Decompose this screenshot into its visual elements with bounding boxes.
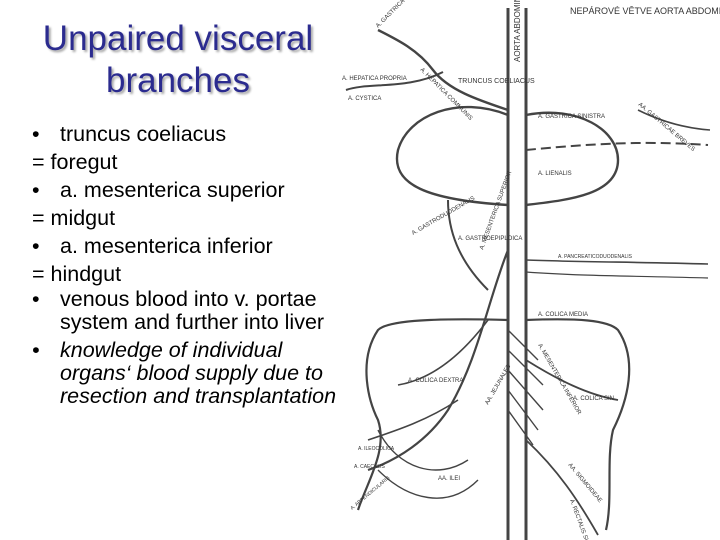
- label-gastrica-sinistra: A. GASTRICA SINISTRA: [538, 114, 605, 120]
- pancreatic-vessel-2: [525, 271, 709, 279]
- label-gastrica-dextra: A. GASTRICA DEXTRA: [375, 0, 424, 29]
- diagram-heading: NEPÁROVÉ VĚTVE AORTA ABDOMINALIS: [570, 6, 720, 16]
- ileocolic-vessel: [367, 399, 459, 441]
- label-ileocolica: A. ILEOCOLICA: [358, 446, 395, 452]
- bullet-venous: venous blood into v. portae system and f…: [32, 288, 338, 334]
- sigmoid-vessel: [525, 439, 599, 536]
- label-ilei: AA. ILEI: [438, 476, 460, 482]
- vascular-diagram: AORTA ABDOMINALIS NEPÁROVÉ VĚTVE AORTA A…: [342, 0, 720, 540]
- label-colica-media: A. COLICA MEDIA: [538, 312, 588, 318]
- colica-dextra-vessel: [397, 319, 489, 386]
- label-hepatica-propria: A. HEPATICA PROPRIA: [342, 76, 407, 82]
- colic-arc-right: [525, 318, 631, 531]
- bullet-mes-sup: a. mesenterica superior: [32, 176, 338, 204]
- pancreatic-vessel: [525, 259, 709, 265]
- label-lienalis: A. LIENALIS: [538, 171, 572, 177]
- gastric-arc: [395, 105, 509, 207]
- label-colica-sin: A. COLICA SIN.: [573, 396, 616, 402]
- line-midgut: = midgut: [32, 206, 116, 230]
- label-gastroduodenalis: A. GASTRODUODENALIS: [411, 196, 476, 237]
- hepatica-propria-vessel: [345, 71, 444, 91]
- mes-inf-vessel: [525, 359, 619, 401]
- slide-title: Unpaired visceral branches: [18, 18, 338, 102]
- bullet-knowledge: knowledge of individual organs‘ blood su…: [32, 339, 338, 408]
- line-foregut: = foregut: [32, 150, 118, 174]
- gastroduodenal-vessel: [447, 199, 489, 291]
- gastric-right-arc: [525, 111, 620, 207]
- colic-arc-left: [356, 318, 509, 511]
- line-hindgut: = hindgut: [32, 262, 122, 286]
- bullet-mes-inf: a. mesenterica inferior: [32, 232, 338, 260]
- label-sigmoideae: AA. SIGMOIDEAE: [566, 462, 602, 504]
- label-colica-dextra: A. COLICA DEXTRA: [408, 378, 463, 384]
- ileal-arcades: [377, 429, 479, 499]
- label-cystica: A. CYSTICA: [348, 96, 381, 102]
- title-line-1: Unpaired visceral: [42, 19, 314, 58]
- label-truncus: TRUNCUS COELIACUS: [458, 78, 535, 85]
- mes-sup-vessel: [367, 249, 510, 472]
- aorta-vessel: [506, 8, 528, 540]
- truncus-vessel: [377, 28, 509, 112]
- title-line-2: branches: [106, 61, 250, 100]
- aorta-label: AORTA ABDOMINALIS: [513, 0, 522, 62]
- lienalis-vessel: [525, 141, 709, 151]
- label-caecalis: A. CAECALIS: [354, 464, 386, 470]
- gastricae-breves-vessel: [637, 109, 711, 131]
- label-pancreaticoduodenalis: A. PANCREATICODUODENALIS: [558, 254, 633, 260]
- jejunal-vessels: [507, 329, 544, 446]
- bullet-truncus: truncus coeliacus: [32, 120, 338, 148]
- bullet-list: truncus coeliacus = foregut a. mesenteri…: [32, 120, 338, 408]
- label-gastroepiploica: A. GASTROEPIPLOICA: [458, 236, 522, 242]
- label-mes-inf: A. MESENTERICA INFERIOR: [536, 343, 582, 416]
